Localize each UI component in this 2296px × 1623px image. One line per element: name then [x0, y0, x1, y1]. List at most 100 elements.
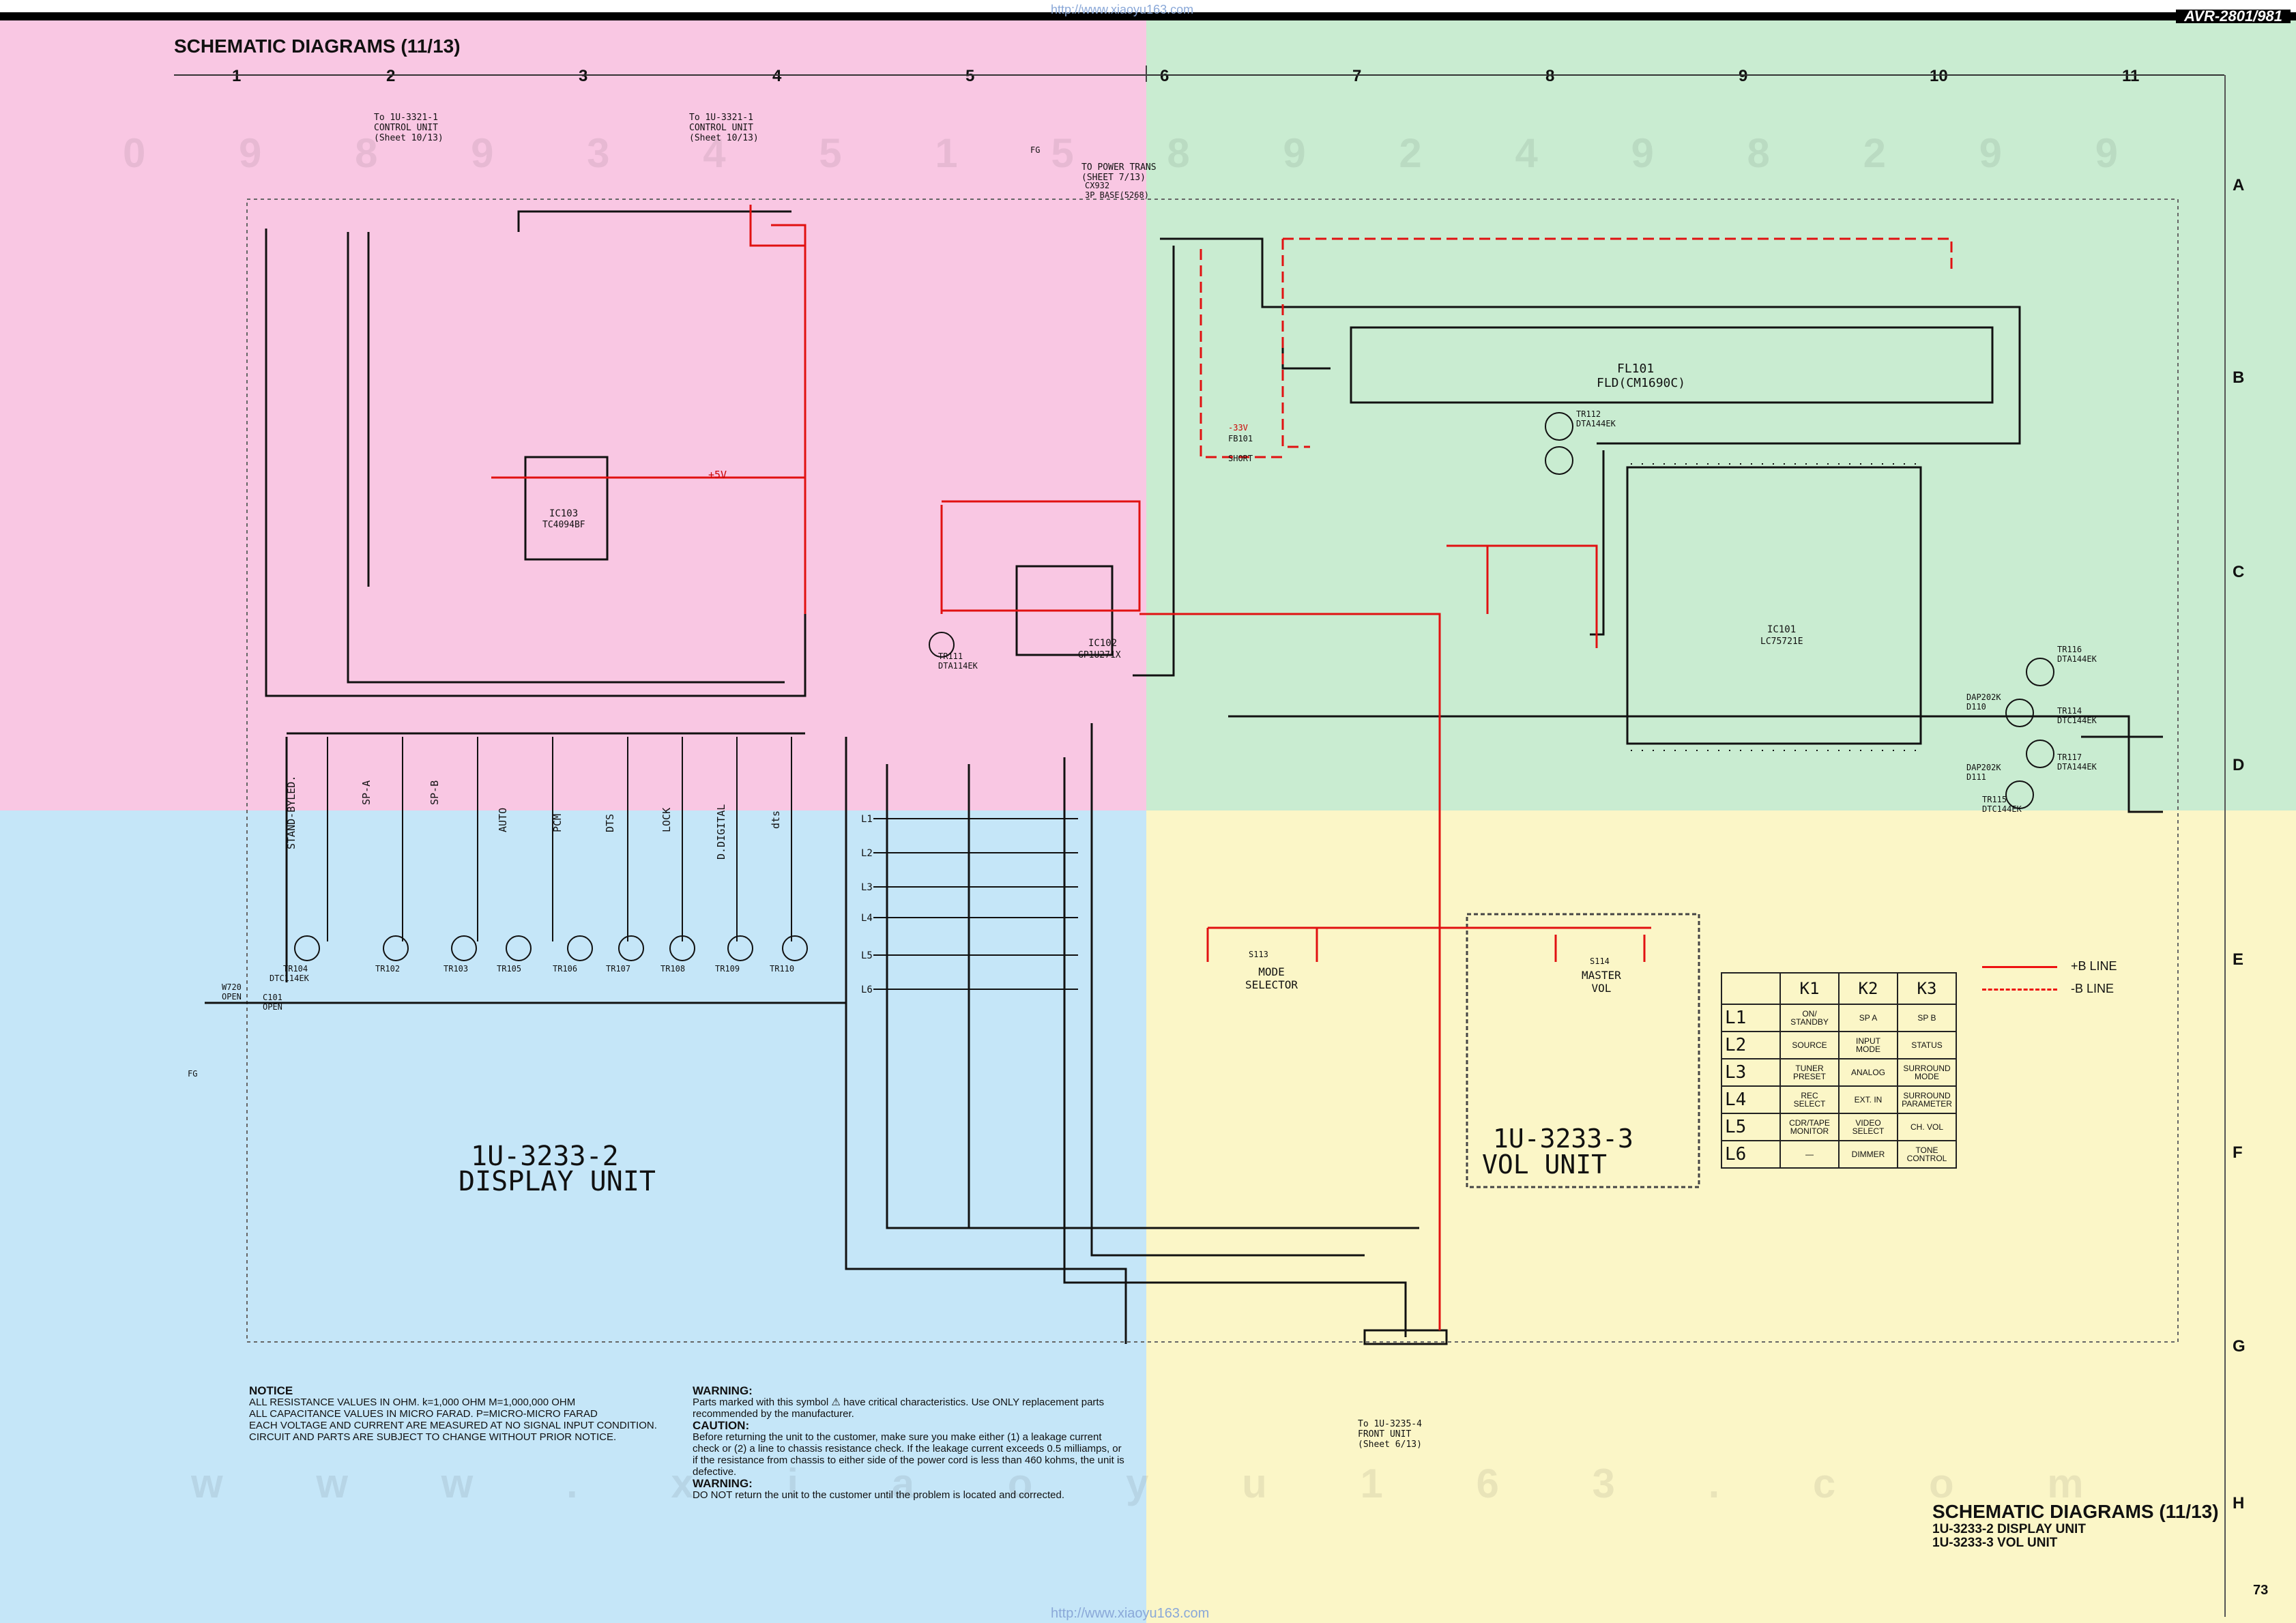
row-letter: F: [2233, 1143, 2243, 1162]
warning-text: Parts marked with this symbol ⚠ have cri…: [693, 1397, 1105, 1420]
label-d111: DAP202K D111: [1966, 763, 2001, 782]
key-table-cell: SP A: [1838, 1004, 1898, 1032]
legend-dashed-line-icon: [1982, 988, 2057, 991]
legend-plus-b-label: +B LINE: [2071, 959, 2117, 973]
label-ic102: IC102: [1088, 638, 1118, 649]
key-table-cell: STATUS: [1897, 1031, 1957, 1059]
key-table-cell: SOURCE: [1779, 1031, 1840, 1059]
warning-block: WARNING: Parts marked with this symbol ⚠…: [693, 1385, 1129, 1501]
key-table-row-label: L6: [1721, 1140, 1781, 1169]
notice-block: NOTICE ALL RESISTANCE VALUES IN OHM. k=1…: [249, 1385, 672, 1443]
quadrant-bottom-left: [0, 810, 1146, 1623]
key-table-corner: [1721, 972, 1781, 1005]
key-table-header: K1: [1779, 972, 1840, 1005]
legend-plus-b: +B LINE: [1982, 955, 2117, 978]
label-master-vol: MASTER VOL: [1582, 969, 1621, 995]
key-table-cell: SURROUND MODE: [1897, 1058, 1957, 1087]
label-ic101-type: LC75721E: [1760, 637, 1803, 647]
label-s114: S114: [1590, 956, 1610, 966]
transistor-label: TR105: [497, 964, 522, 974]
warning-heading-2: WARNING:: [693, 1477, 753, 1490]
column-number: 7: [1352, 67, 1362, 85]
quadrant-bottom-right: [1146, 810, 2296, 1623]
transistor-label: TR107: [606, 964, 631, 974]
label-to-control-unit-2: To 1U-3321-1 CONTROL UNIT (Sheet 10/13): [689, 113, 759, 143]
quadrant-top-right: [1146, 19, 2296, 810]
source-url-bottom[interactable]: http://www.xiaoyu163.com: [1051, 1606, 1210, 1621]
label-to-power-trans: TO POWER TRANS (SHEET 7/13): [1081, 162, 1157, 183]
key-table-row: L4 REC SELECT EXT. IN SURROUND PARAMETER: [1721, 1085, 1957, 1114]
row-letter: E: [2233, 950, 2244, 969]
led-label: PCM: [551, 813, 564, 832]
column-number: 3: [579, 67, 588, 85]
key-table-row: L6 — DIMMER TONE CONTROL: [1721, 1140, 1957, 1169]
label-ic103-type: TC4094BF: [542, 520, 585, 530]
warning-text-2: DO NOT return the unit to the customer u…: [693, 1489, 1064, 1501]
label-minus33v: -33V: [1228, 423, 1248, 433]
notice-line: ALL RESISTANCE VALUES IN OHM. k=1,000 OH…: [249, 1397, 576, 1408]
key-table-row: L2 SOURCE INPUT MODE STATUS: [1721, 1031, 1957, 1059]
page-number: 73: [2253, 1583, 2269, 1598]
led-label: SP-B: [428, 780, 441, 805]
label-tr116: TR116 DTA144EK: [2057, 645, 2097, 664]
caution-heading: CAUTION:: [693, 1419, 750, 1432]
key-table-cell: CH. VOL: [1897, 1113, 1957, 1141]
key-table-cell: REC SELECT: [1779, 1085, 1840, 1114]
page-title: SCHEMATIC DIAGRAMS (11/13): [174, 35, 461, 57]
label-fb101: FB101: [1228, 434, 1253, 443]
key-table-row: L3 TUNER PRESET ANALOG SURROUND MODE: [1721, 1058, 1957, 1087]
legend-solid-line-icon: [1982, 965, 2057, 968]
key-table-row-label: L2: [1721, 1031, 1781, 1059]
label-to-control-unit: To 1U-3321-1 CONTROL UNIT (Sheet 10/13): [374, 113, 444, 143]
label-tr115: TR115 DTC144EK: [1982, 795, 2022, 814]
transistor-label: TR103: [444, 964, 469, 974]
legend-minus-b: -B LINE: [1982, 978, 2117, 1000]
column-number: 10: [1930, 67, 1948, 85]
vol-unit-name: 1U-3233-3: [1493, 1124, 1633, 1154]
key-table-cell: TONE CONTROL: [1897, 1140, 1957, 1169]
switch-row-label: L6: [861, 984, 873, 995]
notice-line: CIRCUIT AND PARTS ARE SUBJECT TO CHANGE …: [249, 1431, 617, 1443]
transistor-label: TR109: [715, 964, 740, 974]
watermark: 0 9 8 9 3 4 5 1 5 8 9 2 4 9 8 2 9 9: [123, 130, 2160, 176]
notice-heading: NOTICE: [249, 1384, 293, 1397]
row-letter: A: [2233, 176, 2245, 194]
label-cx932: CX932 3P BASE(5268): [1085, 181, 1149, 200]
source-url-top[interactable]: http://www.xiaoyu163.com: [1051, 3, 1194, 16]
switch-row-label: L4: [861, 913, 873, 924]
label-to-front-unit: To 1U-3235-4 FRONT UNIT (Sheet 6/13): [1358, 1419, 1422, 1450]
transistor-label: TR102: [375, 964, 401, 974]
key-table-header: K2: [1838, 972, 1898, 1005]
row-letter: H: [2233, 1494, 2245, 1512]
key-table-cell: CDR/TAPE MONITOR: [1779, 1113, 1840, 1141]
label-fg-left: FG: [188, 1069, 198, 1079]
key-table-row-label: L5: [1721, 1113, 1781, 1141]
transistor-label: TR104: [283, 964, 308, 974]
switch-row-label: L5: [861, 950, 873, 961]
column-number: 5: [965, 67, 975, 85]
top-rule: [0, 12, 2296, 20]
caution-text: Before returning the unit to the custome…: [693, 1431, 1124, 1478]
notice-line: EACH VOLTAGE AND CURRENT ARE MEASURED AT…: [249, 1420, 657, 1431]
key-table-cell: INPUT MODE: [1838, 1031, 1898, 1059]
legend-minus-b-label: -B LINE: [2071, 982, 2115, 995]
row-letter: C: [2233, 563, 2245, 581]
label-mode-selector: MODE SELECTOR: [1245, 965, 1298, 991]
watermark-bottom: w w w . x i a o y u 1 6 3 . c o m: [191, 1461, 2125, 1506]
key-table-row-label: L4: [1721, 1085, 1781, 1114]
label-tr111: TR111 DTA114EK: [938, 652, 978, 671]
row-letter: D: [2233, 756, 2245, 774]
led-label: LOCK: [660, 807, 673, 832]
column-number: 6: [1160, 67, 1169, 85]
key-table-header-row: K1 K2 K3: [1721, 972, 1957, 1005]
column-number: 11: [2122, 67, 2140, 85]
key-matrix-table: K1 K2 K3 L1 ON/ STANDBY SP A SP B L2 SOU…: [1721, 972, 1957, 1169]
display-unit-title: DISPLAY UNIT: [459, 1166, 656, 1197]
led-label: dts: [770, 810, 782, 829]
transistor-type-label: DTC114EK: [270, 974, 309, 983]
led-label: AUTO: [497, 807, 509, 832]
label-tr112: TR112 DTA144EK: [1576, 409, 1616, 428]
switch-row-label: L2: [861, 848, 873, 859]
key-table-cell: EXT. IN: [1838, 1085, 1898, 1114]
